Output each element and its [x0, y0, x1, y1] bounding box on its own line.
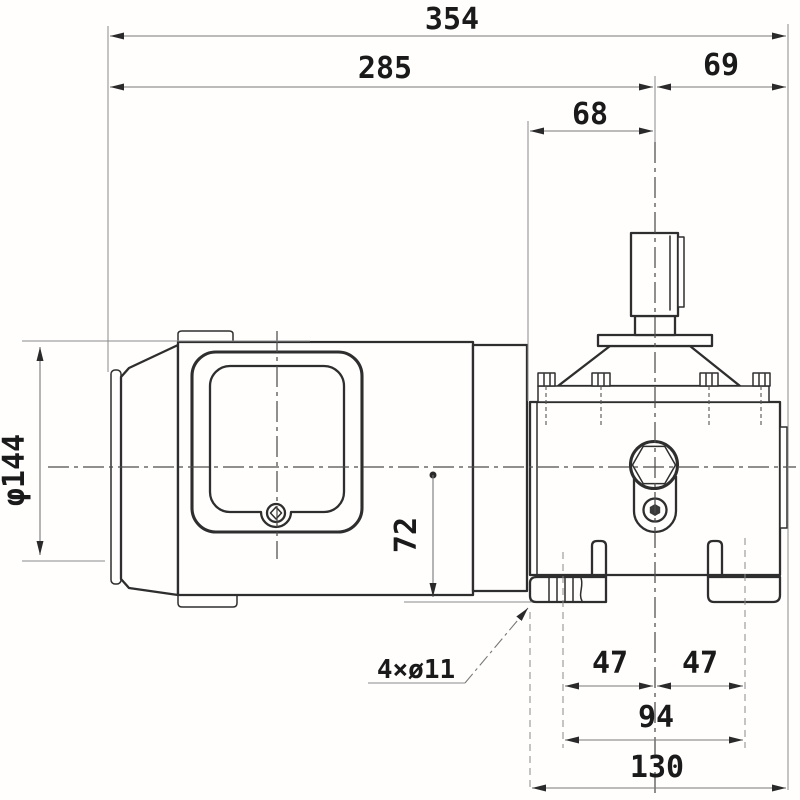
dimension-labels: 354 285 69 68 φ144 72 4×ø11 47 47 94 130: [0, 2, 739, 785]
extension-lines: [22, 24, 789, 790]
mounting-foot-left: [528, 575, 608, 604]
gearbox-outline: [528, 231, 788, 604]
hex-plug: [628, 439, 680, 491]
foot-section-ribs: [548, 577, 583, 602]
dim-hole-pitch-left: 47: [592, 646, 628, 681]
dim-hole-pitch-right: 47: [682, 646, 718, 681]
foot-slot-left: [590, 539, 608, 579]
dim-overall-length: 354: [425, 2, 479, 37]
foot-slot-right: [706, 539, 724, 579]
lid-screw-slot: [269, 506, 283, 520]
dim-mounting-holes: 4×ø11: [377, 655, 455, 685]
holes-leader: [464, 607, 529, 684]
dim-shaft-to-right: 69: [703, 48, 739, 83]
motor-top-tab: [177, 330, 234, 343]
dim-base-width: 130: [630, 750, 684, 785]
motor-outline: [110, 330, 529, 608]
shaft-key: [677, 236, 685, 308]
dim-motor-diameter: φ144: [0, 434, 32, 506]
lid-screw-boss: [259, 510, 293, 529]
dim-housing-to-shaft: 68: [572, 97, 608, 132]
lid-screw: [265, 502, 287, 524]
motor-front-flange: [471, 343, 529, 593]
dim-left-to-shaft: 285: [358, 51, 412, 86]
centerlines: [48, 142, 796, 794]
mounting-foot-right: [706, 575, 782, 604]
dimension-lines: [36, 32, 786, 792]
side-cover-strip: [779, 426, 788, 529]
motor-bottom-tab: [177, 594, 238, 608]
motor-fan-cover-rim: [110, 369, 122, 585]
gearbox-top-plate: [537, 385, 770, 403]
motor-rear-cap: [119, 343, 180, 597]
dim-hole-pitch-total: 94: [638, 700, 674, 735]
dim-axis-to-base: 72: [389, 517, 424, 553]
hex-plug-flats: [631, 445, 677, 485]
part-outlines: [110, 231, 788, 608]
